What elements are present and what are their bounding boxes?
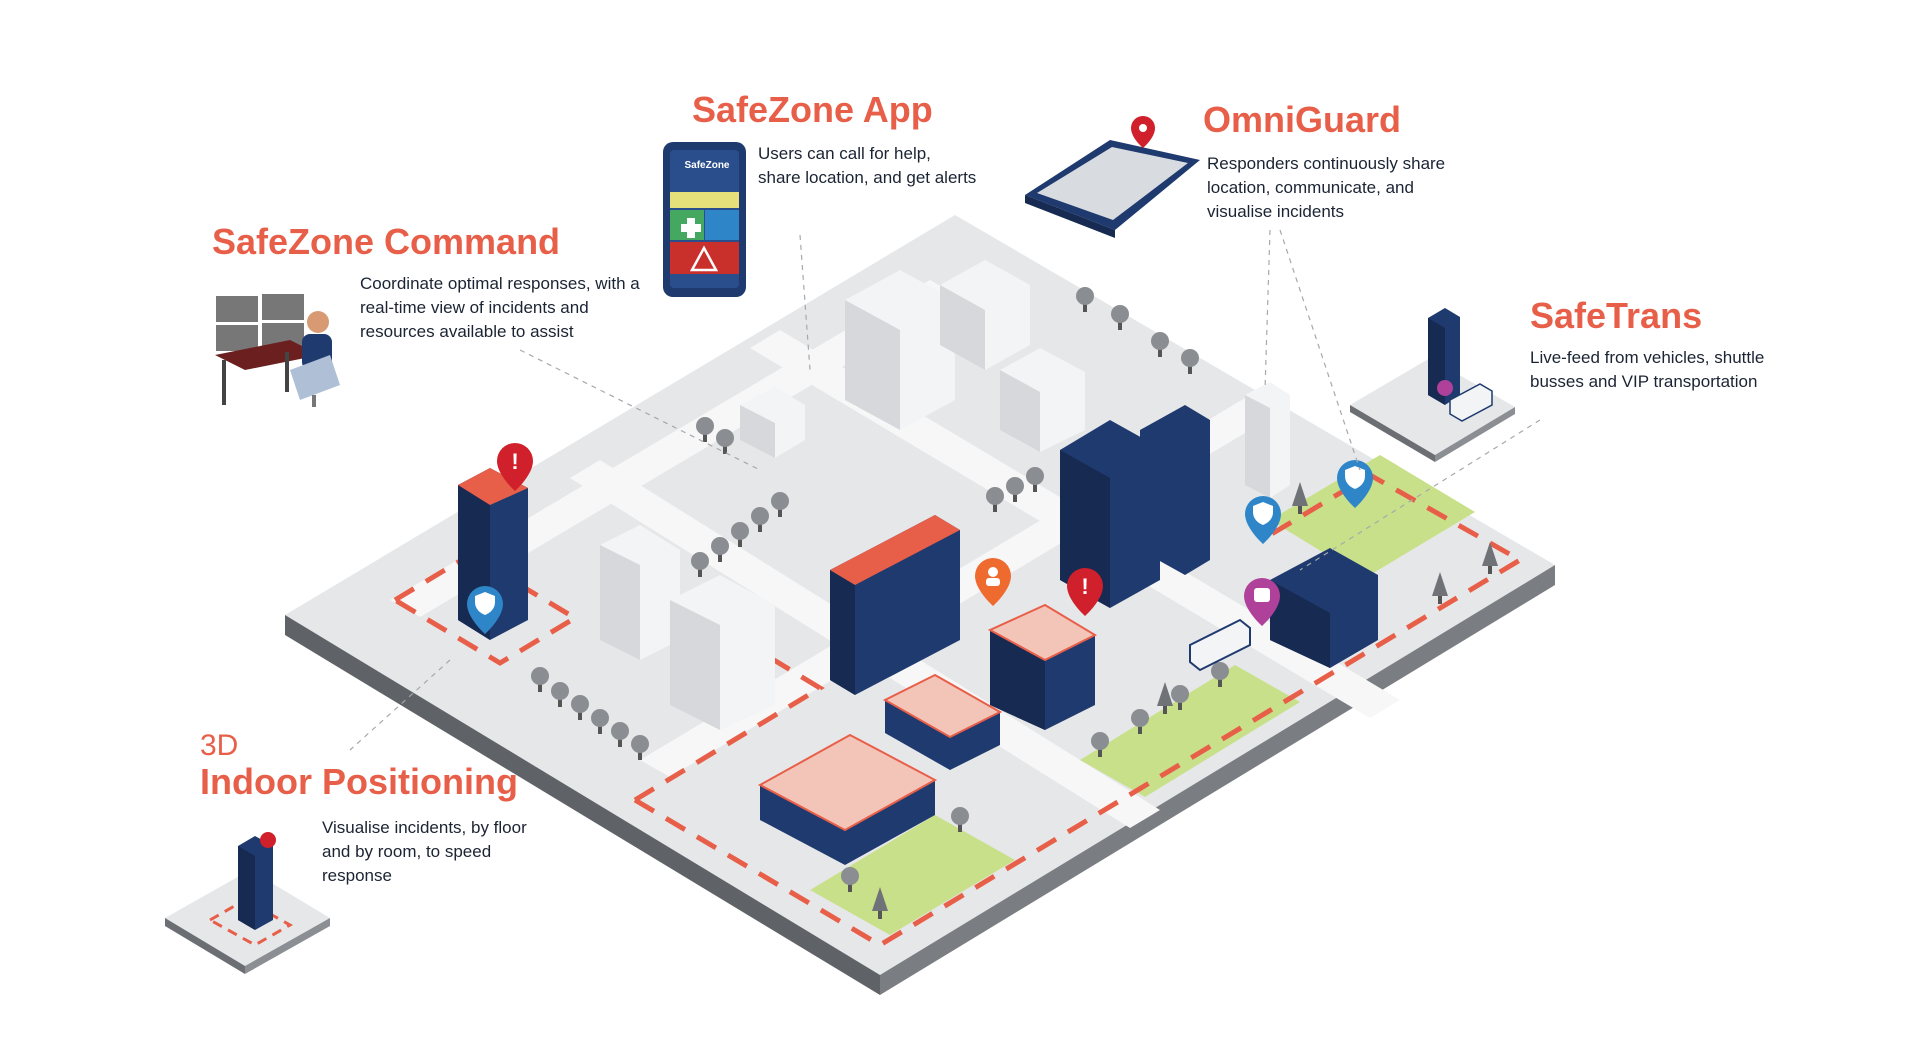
feature-description: Live-feed from vehicles, shuttle busses … <box>1530 348 1765 391</box>
feature-safetrans: SafeTrans Live-feed from vehicles, shutt… <box>1530 296 1780 394</box>
feature-title: SafeZone Command <box>212 221 561 262</box>
grass-areas <box>810 455 1475 935</box>
location-pin-icon <box>1131 116 1155 148</box>
app-screen-brand: SafeZone <box>684 160 729 171</box>
feature-title: OmniGuard <box>1203 99 1402 140</box>
safetrans-illustration <box>1350 308 1515 462</box>
person-marker-icon <box>975 558 1011 606</box>
feature-title: Indoor Positioning <box>200 761 518 802</box>
feature-safezone-command: SafeZone Command Coordinate optimal resp… <box>212 222 650 344</box>
bus-icon <box>1189 618 1251 672</box>
svg-text:!: ! <box>511 449 518 474</box>
command-center-illustration <box>215 294 340 407</box>
guard-marker-icon <box>1245 496 1281 544</box>
guard-marker-icon <box>1337 460 1373 508</box>
feature-omniguard: OmniGuard Responders continuously share … <box>1203 100 1467 224</box>
medical-cross-icon <box>681 218 701 238</box>
leader-lines <box>349 229 1541 751</box>
feature-safezone-app: SafeZone App Users can call for help, sh… <box>692 90 978 190</box>
guard-marker-icon <box>467 586 503 634</box>
feature-title: SafeZone App <box>692 89 933 130</box>
navy-buildings <box>458 405 1378 865</box>
warning-icon <box>689 245 719 272</box>
feature-description: Coordinate optimal responses, with a rea… <box>360 274 640 341</box>
phone-app-illustration: SafeZone <box>663 142 746 297</box>
light-buildings <box>600 260 1290 730</box>
feature-description: Responders continuously share location, … <box>1207 154 1446 221</box>
feature-title: SafeTrans <box>1530 295 1703 336</box>
tablet-illustration <box>1025 116 1200 238</box>
alert-marker-icon: ! <box>497 443 533 491</box>
bus-marker-icon <box>1244 578 1280 626</box>
feature-indoor-positioning: 3D Indoor Positioning Visualise incident… <box>200 730 552 888</box>
map-markers: ! ! <box>467 443 1373 634</box>
feature-description: Visualise incidents, by floor and by roo… <box>322 818 527 885</box>
security-perimeter <box>390 472 1525 948</box>
feature-description: Users can call for help, share location,… <box>758 144 977 187</box>
indoor-illustration <box>165 832 330 974</box>
svg-text:!: ! <box>1081 574 1088 599</box>
alert-marker-icon: ! <box>1067 568 1103 616</box>
feature-title-prefix: 3D <box>200 729 239 762</box>
